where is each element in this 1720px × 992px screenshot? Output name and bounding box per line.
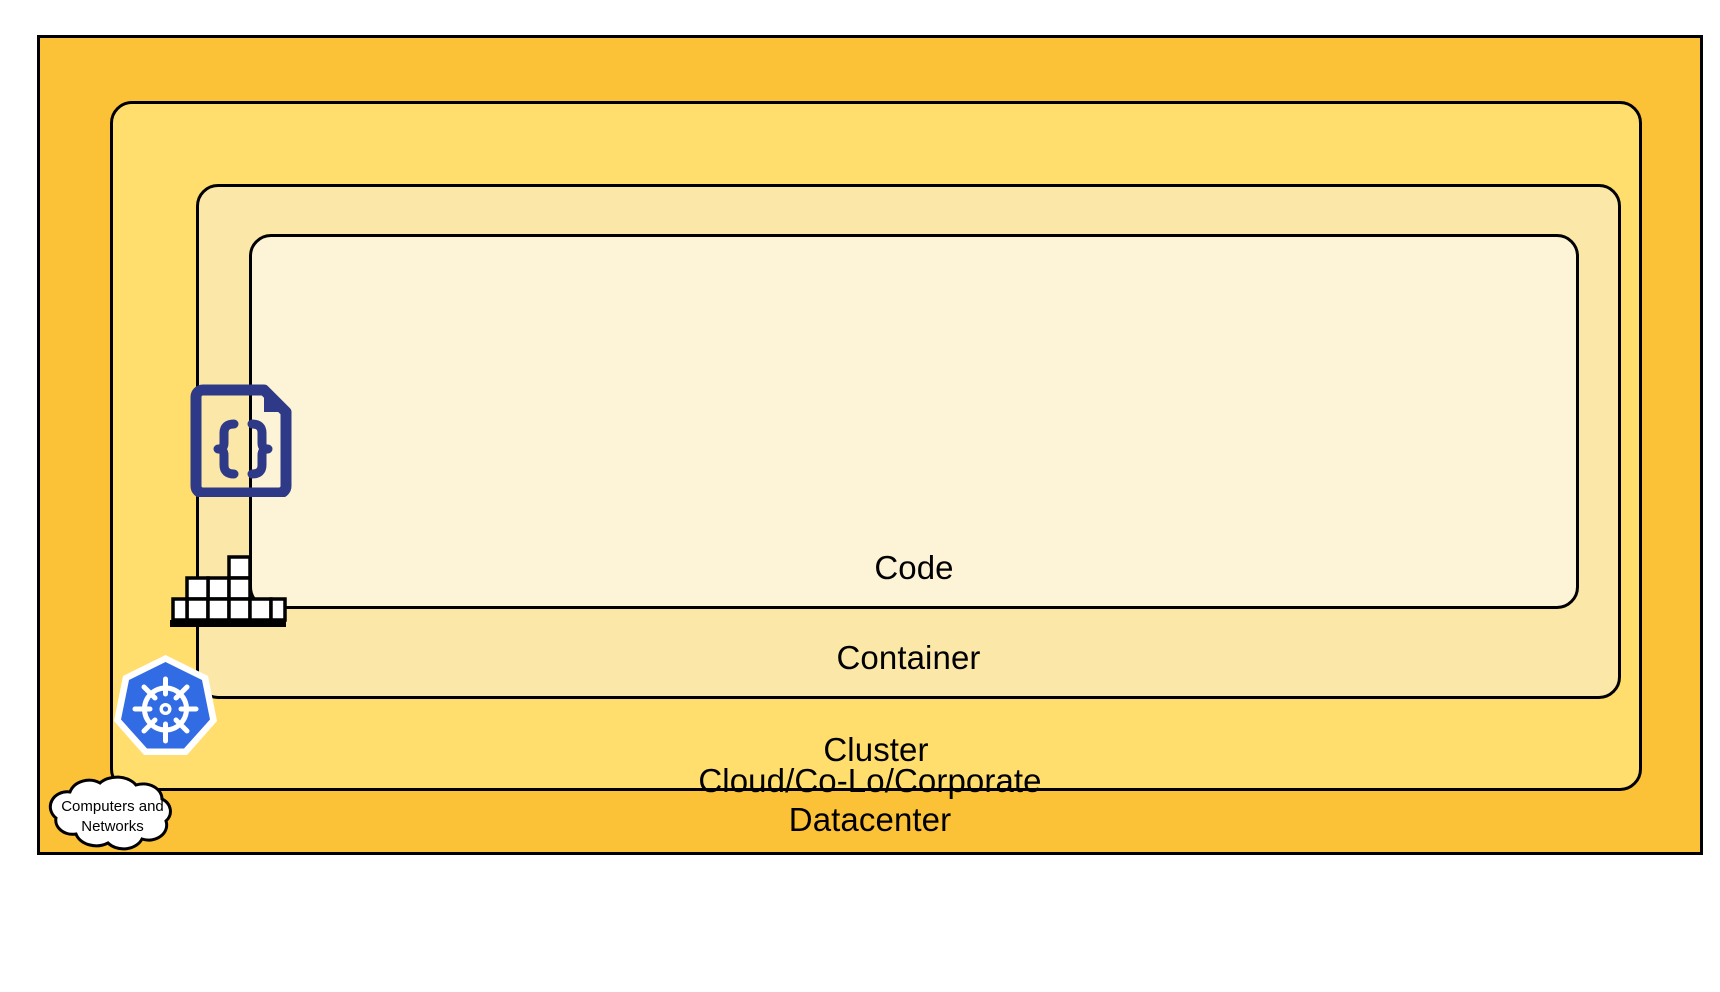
- layer-code[interactable]: Code: [249, 234, 1579, 609]
- layer-label-code: Code: [874, 549, 954, 587]
- layer-container[interactable]: Code Container: [196, 184, 1621, 699]
- container-blocks-icon: [168, 551, 288, 629]
- layer-label-datacenter: Cloud/Co-Lo/Corporate Datacenter: [698, 762, 1042, 839]
- layer-cluster[interactable]: Code Container Cluster: [110, 101, 1642, 791]
- layer-datacenter[interactable]: Code Container Cluster Cloud/Co-Lo/Corpo…: [37, 35, 1703, 855]
- layer-label-cluster: Cluster: [823, 731, 929, 769]
- kubernetes-icon: [113, 653, 218, 758]
- cloud-callout-label: Computers and Networks: [61, 797, 164, 835]
- code-document-icon: [190, 382, 294, 497]
- cloud-icon: [48, 775, 172, 851]
- computers-and-networks-callout[interactable]: Computers and Networks: [30, 770, 195, 862]
- layer-label-container: Container: [836, 639, 981, 677]
